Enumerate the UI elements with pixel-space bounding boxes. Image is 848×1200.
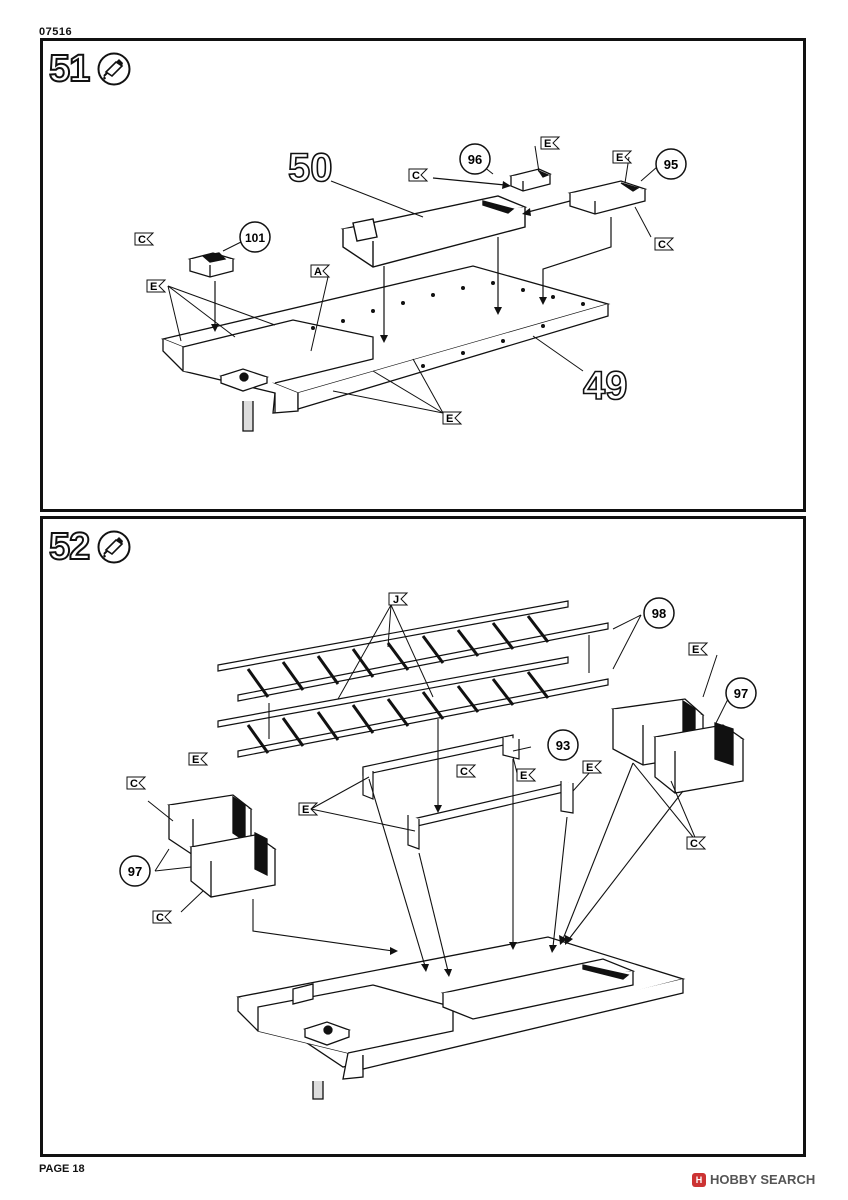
box-96 [508,168,552,192]
sprue-flag-c: C [126,776,147,790]
svg-text:C: C [156,912,164,924]
svg-text:C: C [130,778,138,790]
assembly-arrows [252,635,684,972]
arrow-heads [390,805,573,977]
svg-text:E: E [302,804,309,816]
callout-101: 101 [239,221,271,253]
chassis-plate-49 [160,265,611,432]
svg-text:101: 101 [245,231,265,245]
box-95 [567,180,648,215]
sprue-flag-e: E [146,279,167,293]
svg-text:E: E [520,770,527,782]
svg-text:98: 98 [652,606,666,621]
svg-text:C: C [460,766,468,778]
square-mount [219,368,270,392]
sprue-flag-e: E [442,411,463,425]
svg-text:97: 97 [128,864,142,879]
svg-text:E: E [692,644,699,656]
sprue-flag-c: C [152,910,173,924]
step-51-header: 51 [48,48,131,90]
sprue-flag-c: C [654,237,675,251]
part-number-50: 50 [288,146,333,190]
svg-text:97: 97 [734,686,748,701]
glue-tube-icon [97,52,131,86]
ladder-98-lower [217,656,609,758]
sprue-flag-e: E [688,642,709,656]
sprue-flag-j: J [388,592,409,606]
svg-text:A: A [314,266,322,278]
step-52-header: 52 [48,526,131,568]
sprue-flag-e: E [612,150,633,164]
svg-text:93: 93 [556,738,570,753]
sprue-flag-c: C [408,168,429,182]
callout-93: 93 [547,729,579,761]
sprue-flag-c: C [456,764,477,778]
leader-lines [147,604,730,913]
step-number: 51 [48,48,91,90]
callout-95: 95 [655,148,687,180]
svg-text:E: E [544,138,551,150]
svg-text:J: J [393,594,399,606]
svg-text:C: C [412,170,420,182]
box-101 [187,252,236,278]
callout-97: 97 [725,677,757,709]
svg-text:E: E [192,754,199,766]
sprue-flag-c: C [686,836,707,850]
sprue-flag-e: E [582,760,603,774]
ladder-98-upper [217,600,609,702]
chassis-plate [236,936,686,1100]
svg-text:96: 96 [468,152,482,167]
sprue-flag-e: E [298,802,319,816]
svg-text:E: E [616,152,623,164]
sprue-flag-c: C [134,232,155,246]
rivet-dots [311,281,585,368]
callout-97: 97 [119,855,151,887]
document-code: 07516 [39,26,73,38]
assembly-arrows [214,177,612,337]
svg-text:C: C [690,838,698,850]
svg-text:C: C [138,234,146,246]
watermark-text: HOBBY SEARCH [710,1172,816,1187]
sprue-flag-e: E [188,752,209,766]
step-51-diagram: 50 49 96 95 101 C E E C C A E E [134,136,687,432]
svg-text:C: C [658,239,666,251]
step-number: 52 [48,526,91,568]
svg-text:95: 95 [664,157,678,172]
box-97-left [167,794,277,898]
arrow-heads [211,181,547,343]
sprue-flag-e: E [516,768,537,782]
callout-98: 98 [643,597,675,629]
page-number: PAGE 18 [39,1163,85,1175]
watermark-logo-icon: H [692,1172,706,1187]
svg-text:E: E [586,762,593,774]
leader-lines [167,145,658,414]
step-52-diagram: 98 97 93 97 J E E C C E E E C C [119,592,757,1100]
tank-50 [340,195,528,268]
step-51-panel: 51 [40,38,806,512]
sprue-flag-a: A [310,264,331,278]
step-52-panel: 52 [40,516,806,1157]
watermark: H HOBBY SEARCH [692,1172,815,1187]
bracket-93 [362,734,574,850]
svg-text:E: E [150,281,157,293]
sprue-flag-e: E [540,136,561,150]
callout-96: 96 [459,143,491,175]
box-97-right [610,698,745,794]
part-number-49: 49 [583,364,628,408]
svg-text:E: E [446,413,453,425]
glue-tube-icon [97,530,131,564]
